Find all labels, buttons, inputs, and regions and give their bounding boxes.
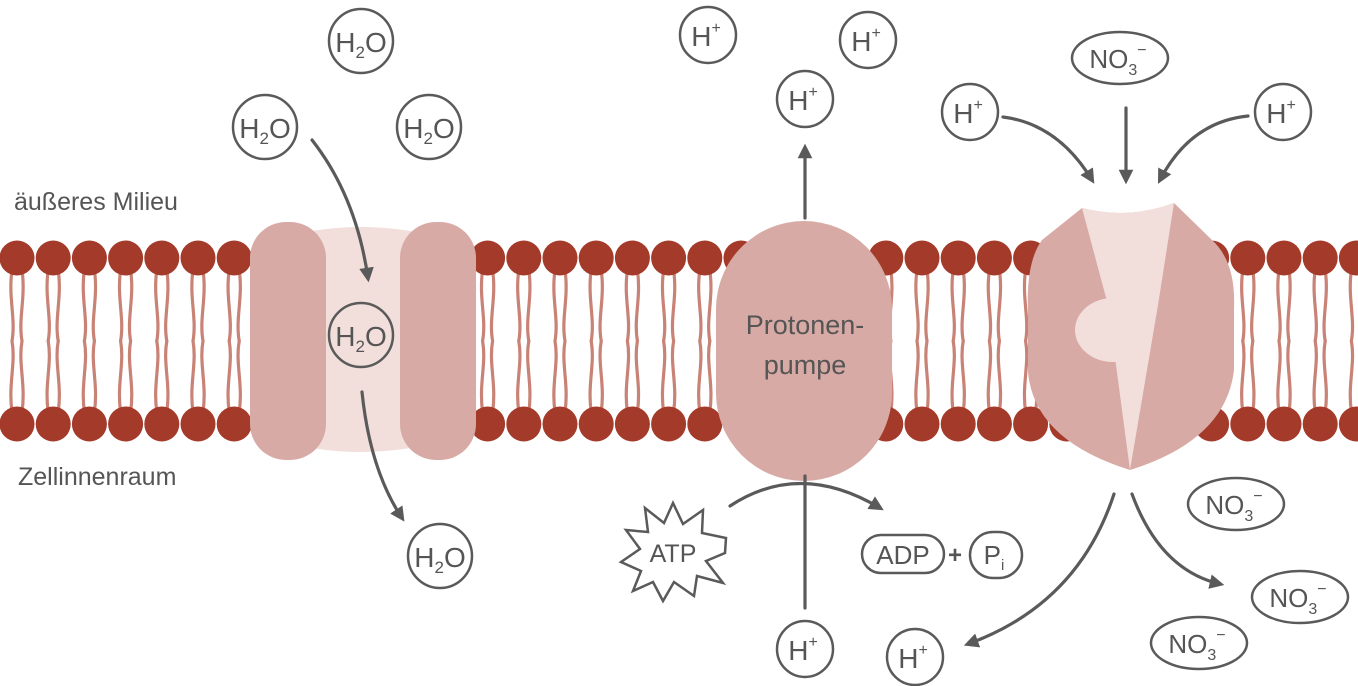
svg-text:H2O: H2O — [239, 113, 290, 148]
svg-text:H2O: H2O — [403, 113, 454, 148]
atp-star: ATP — [618, 500, 728, 604]
lipid — [1230, 240, 1266, 442]
svg-text:H2O: H2O — [335, 321, 386, 356]
lipid — [976, 240, 1012, 442]
svg-text:NO3−: NO3− — [1269, 581, 1326, 618]
lipid — [35, 240, 71, 442]
lipid — [0, 240, 35, 442]
water-molecule: H2O — [231, 93, 299, 161]
lipid — [506, 240, 542, 442]
svg-text:H+: H+ — [898, 642, 928, 674]
phosphate: Pi — [968, 530, 1024, 580]
proton-in-arrow-left — [1001, 115, 1095, 184]
atp-hydrolysis-arrow — [728, 481, 884, 511]
lipid — [1338, 240, 1358, 442]
svg-text:H+: H+ — [691, 20, 721, 52]
proton: H+ — [678, 5, 738, 65]
svg-text:NO3−: NO3− — [1089, 42, 1146, 79]
svg-text:H2O: H2O — [414, 542, 465, 577]
atp-label: ATP — [650, 540, 697, 568]
inside-label: Zellinnenraum — [18, 463, 176, 491]
lipid — [216, 240, 252, 442]
lipid — [144, 240, 180, 442]
water-out-arrow — [360, 390, 405, 522]
lipid — [180, 240, 216, 442]
svg-text:H+: H+ — [788, 84, 818, 116]
svg-text:H+: H+ — [788, 634, 818, 666]
svg-text:NO3−: NO3− — [1205, 488, 1262, 525]
lipid — [651, 240, 687, 442]
lipid — [904, 240, 940, 442]
proton-pump-label-line1: Protonen- — [746, 310, 865, 340]
lipid — [578, 240, 614, 442]
nitrate: NO3− — [1250, 569, 1350, 625]
lipid — [108, 240, 144, 442]
arrows — [310, 106, 1250, 648]
lipid — [71, 240, 107, 442]
svg-text:NO3−: NO3− — [1168, 627, 1225, 664]
proton: H+ — [885, 627, 945, 686]
lipid — [1266, 240, 1302, 442]
lipid — [614, 240, 650, 442]
lipid — [687, 240, 723, 442]
proton-in-arrow-right — [1157, 114, 1250, 184]
proton: H+ — [775, 69, 835, 129]
nitrate: NO3− — [1149, 615, 1249, 671]
proton: H+ — [1253, 82, 1313, 142]
lipid — [470, 240, 506, 442]
water-molecule: H2O — [395, 93, 463, 161]
lipid — [542, 240, 578, 442]
water-molecule: H2O — [406, 522, 474, 590]
outside-label: äußeres Milieu — [14, 188, 178, 216]
energy-burst-icon — [618, 500, 728, 604]
water-in-arrow — [310, 138, 374, 283]
water-molecule: H2O — [327, 7, 395, 75]
nitrate-symporter — [1027, 203, 1235, 470]
water-molecule-in-channel: H2O — [327, 301, 395, 369]
svg-text:H+: H+ — [851, 25, 881, 57]
svg-text:H+: H+ — [953, 97, 983, 129]
nitrate-out-arrow — [1130, 492, 1225, 589]
proton: H+ — [775, 619, 835, 679]
adp: ADP — [860, 533, 946, 575]
plus-sign: + — [948, 542, 962, 569]
proton-pump-label-line2: pumpe — [764, 350, 847, 380]
proton: H+ — [940, 82, 1000, 142]
svg-text:H+: H+ — [1266, 97, 1296, 129]
lipid — [1302, 240, 1338, 442]
proton-out-arrow — [963, 492, 1116, 648]
adp-label: ADP — [876, 540, 929, 570]
lipid — [940, 240, 976, 442]
aquaporin-channel — [250, 222, 476, 460]
svg-text:H2O: H2O — [335, 27, 386, 62]
proton-pump: Protonen- pumpe — [716, 221, 892, 481]
proton: H+ — [838, 10, 898, 70]
nitrate: NO3− — [1070, 30, 1170, 86]
svg-text:Pi: Pi — [984, 540, 1005, 574]
nitrate: NO3− — [1186, 476, 1286, 532]
